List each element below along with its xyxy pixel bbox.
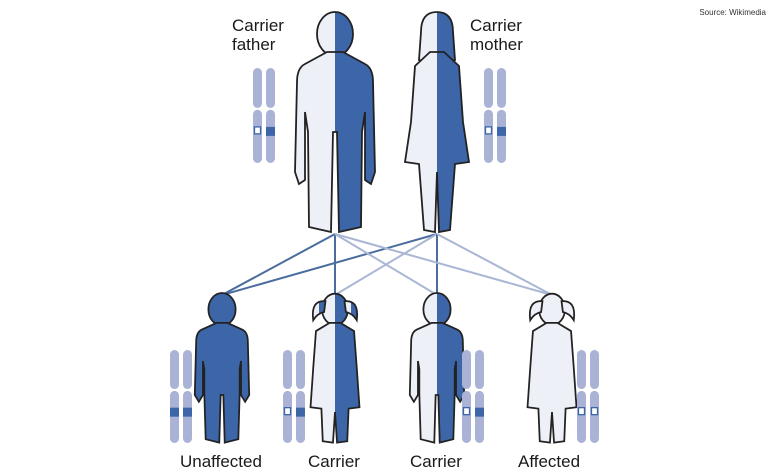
parent-2-woman-icon [404,11,470,233]
child-label-2: Carrier [308,452,360,470]
father-line-1 [221,233,336,296]
mother-line-4 [436,233,553,296]
child-label-3: Carrier [410,452,462,470]
mother-label: Carrier mother [470,16,523,54]
child-label-1: Unaffected [180,452,262,470]
father-line-4 [334,233,553,296]
parent-2-chromosome-pair-icon [484,68,506,163]
parent-1-chromosome-pair-icon [253,68,275,163]
child-1-chromosome-pair-icon [170,350,192,443]
mother-label-line2: mother [470,35,523,54]
father-label-line1: Carrier [232,16,284,35]
father-line-3 [334,233,438,296]
figures [170,11,599,444]
mother-label-line1: Carrier [470,16,522,35]
child-2-chromosome-pair-icon [283,350,305,443]
child-3-chromosome-pair-icon [462,350,484,443]
child-label-4: Affected [518,452,581,470]
child-4-girl-icon [526,292,578,444]
child-3-boy-icon [408,292,466,444]
inheritance-lines [221,233,553,296]
father-label-line2: father [232,35,276,54]
child-4-chromosome-pair-icon [577,350,599,443]
father-label: Carrier father [232,16,284,54]
child-2-girl-icon [309,292,361,444]
mother-line-1 [221,233,438,296]
parent-1-man-icon [294,11,376,233]
child-1-boy-icon [193,292,251,444]
source-credit: Source: Wikimedia [699,8,766,17]
